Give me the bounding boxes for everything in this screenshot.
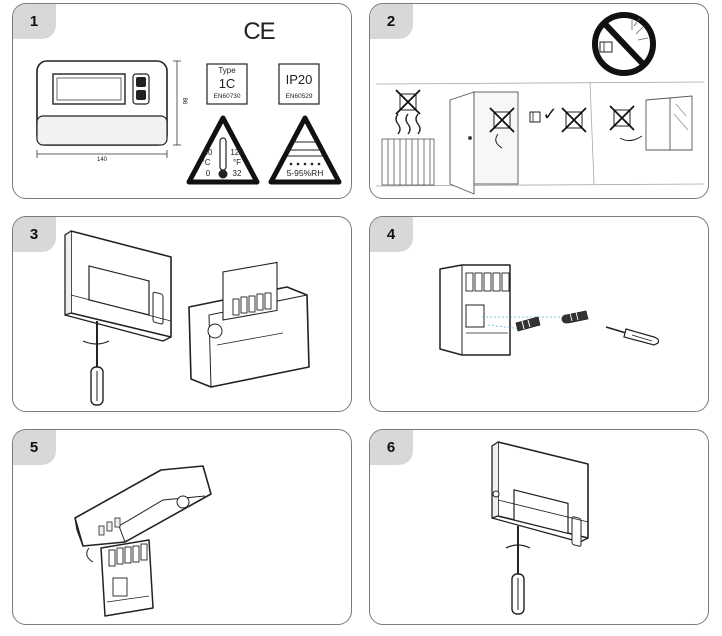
step-number-badge: 2 [370,4,413,39]
temp-f-unit: °F [232,158,242,167]
step-number-badge: 5 [13,430,56,465]
remove-front-cover-diagram [64,230,310,406]
type-standard: EN60730 [213,93,241,100]
step-number-badge: 6 [370,430,413,465]
step-panel-3: 3 [12,216,352,412]
secure-front-cover-diagram [491,441,589,615]
step-panel-4: 4 [369,216,709,412]
checkmark-icon: ✓ [542,104,558,124]
type-value: 1C [218,76,236,91]
height-dimension: 86 [181,97,187,105]
screwdriver-icon [90,321,104,406]
humidity-icon [268,115,342,185]
screw-icon [561,310,589,324]
step-panel-5: 5 [12,429,352,625]
door-icon [449,91,519,195]
ip-rating: IP20 [285,72,313,87]
attach-front-cover-diagram [74,465,212,617]
ip-standard: EN60529 [285,93,313,100]
temp-c-max: 50 [203,148,213,157]
radiator-icon [381,138,435,186]
screwdriver-icon [511,526,525,615]
step-panel-1: 1 [12,3,352,199]
type-label: Type [218,66,236,75]
temp-f-min: 32 [232,169,242,178]
step-panel-2: 2 [369,3,709,199]
step-number-badge: 3 [13,217,56,252]
temp-f-max: 122 [230,148,244,157]
width-dimension: 140 [96,157,107,163]
placement-restrictions-diagram [375,12,705,195]
step-panel-6: 6 [369,429,709,625]
screwdriver-icon [605,326,660,346]
ce-mark-icon: CE [243,18,275,45]
step-number-badge: 1 [13,4,56,39]
step-number-badge: 4 [370,217,413,252]
no-sunlight-icon [592,12,656,76]
mount-backplate-diagram [439,264,660,356]
thermometer-icon [186,115,260,185]
thermostat-dimensions-diagram [36,60,342,185]
temp-c-min: 0 [205,169,211,178]
humidity-range: 5-95%RH [286,168,324,178]
window-icon [645,95,693,151]
temp-c-unit: °C [201,158,211,167]
wall-plug-icon [515,316,541,332]
